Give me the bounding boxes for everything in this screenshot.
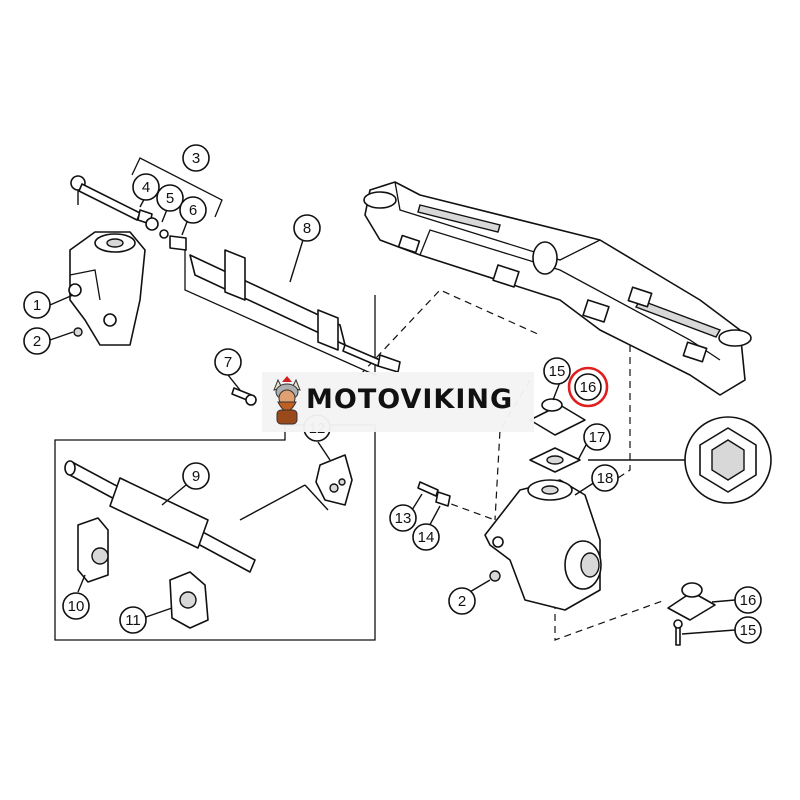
callout-label: 8	[303, 220, 311, 237]
bolt-7	[231, 387, 257, 406]
callout-label: 18	[597, 470, 614, 487]
callout-label: 4	[142, 179, 150, 196]
callout-2-left: 2	[23, 327, 51, 355]
bolts-13-14	[417, 481, 451, 507]
highlight-ring	[567, 366, 609, 408]
callout-label: 9	[192, 468, 200, 485]
mounting-bracket-10	[77, 517, 109, 583]
tie-rod-end	[70, 175, 187, 251]
callout-label: 14	[418, 529, 435, 546]
kingpin-cap-upper	[529, 398, 586, 436]
callout-4: 4	[132, 173, 160, 201]
callout-label: 17	[589, 429, 606, 446]
callout-label: 2	[458, 593, 466, 610]
callout-13: 13	[389, 504, 417, 532]
watermark-banner	[262, 372, 534, 432]
cylinder-tube	[64, 460, 256, 573]
axle-beam	[363, 181, 752, 396]
callout-15-lower: 15	[734, 616, 762, 644]
shim-gasket-detail	[588, 416, 772, 504]
callout-label: 16	[740, 592, 757, 609]
callout-3: 3	[182, 144, 210, 172]
callout-16-lower: 16	[734, 586, 762, 614]
callout-8: 8	[293, 214, 321, 242]
callout-label: 7	[224, 354, 232, 371]
assembly-line-bolts	[439, 499, 496, 521]
callout-11: 11	[119, 606, 147, 634]
callout-label: 15	[549, 363, 566, 380]
callout-label: 10	[68, 598, 85, 615]
viking-mascot-icon	[273, 376, 301, 425]
callout-16-upper-highlighted: 16	[567, 366, 609, 408]
bolt-15-lower	[673, 619, 683, 646]
callout-17: 17	[583, 423, 611, 451]
steering-knuckle-left	[68, 231, 146, 346]
shim-gasket	[529, 447, 581, 473]
callout-18: 18	[591, 464, 619, 492]
assembly-line-upper	[359, 289, 541, 376]
callout-14: 14	[412, 523, 440, 551]
callout-label: 6	[189, 202, 197, 219]
callout-label: 2	[33, 333, 41, 350]
steering-knuckle-right	[484, 479, 602, 611]
callout-2-right: 2	[448, 587, 476, 615]
bracket-3	[131, 157, 223, 218]
mounting-bracket-11	[169, 571, 209, 629]
callout-15-upper: 15	[543, 357, 571, 385]
callout-label: 1	[33, 297, 41, 314]
callout-6: 6	[179, 196, 207, 224]
callout-label: 15	[740, 622, 757, 639]
kingpin-cap-lower	[667, 582, 716, 621]
callout-5: 5	[156, 184, 184, 212]
brand-watermark-text: MOTOVIKING	[306, 384, 514, 415]
callout-label: 11	[125, 612, 141, 629]
hardware-kit-bag	[239, 454, 353, 521]
callout-label: 13	[395, 510, 412, 527]
nut-2-right	[489, 570, 501, 582]
callout-label: 16	[580, 379, 597, 396]
callout-10: 10	[62, 592, 90, 620]
callout-1: 1	[23, 291, 51, 319]
callout-7: 7	[214, 348, 242, 376]
callout-label: 3	[192, 150, 200, 167]
callout-label: 5	[166, 190, 174, 207]
callout-9: 9	[182, 462, 210, 490]
